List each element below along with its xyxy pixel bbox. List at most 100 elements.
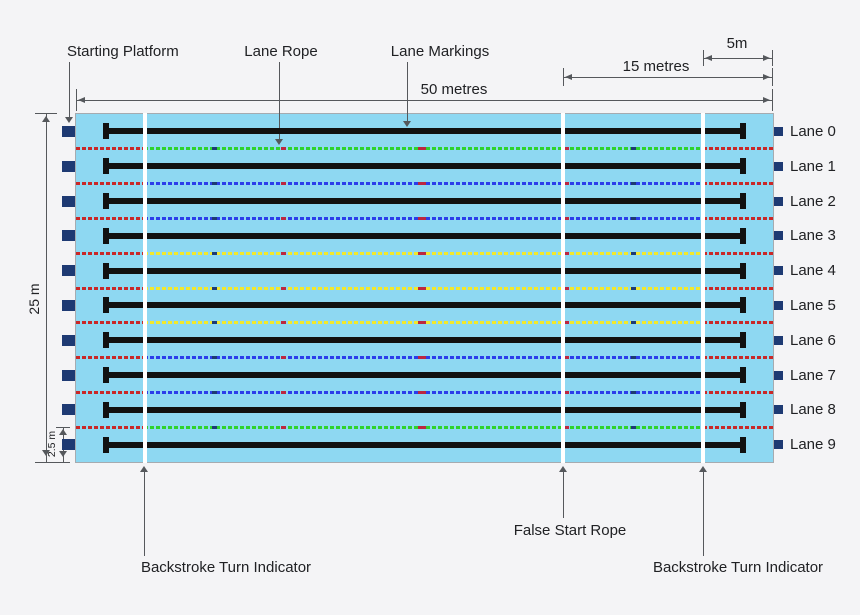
lane-marking xyxy=(103,227,746,244)
marking-bar xyxy=(103,128,746,135)
rope-distance-marker xyxy=(631,286,636,290)
false-start-rope-label: False Start Rope xyxy=(513,522,627,539)
false-start-pointer-line xyxy=(563,472,564,518)
dim-arrow-right-icon xyxy=(763,97,770,103)
false-start-distance-label: 15 metres xyxy=(622,58,690,75)
lane-label-text: Lane 4 xyxy=(790,262,836,280)
rope-distance-marker xyxy=(564,182,569,186)
rope-distance-marker xyxy=(281,251,286,255)
starting-platform-block xyxy=(62,439,75,451)
backstroke-right-pointer-line xyxy=(703,472,704,556)
rope-distance-marker xyxy=(564,216,569,220)
dim-arrow-right-icon xyxy=(763,74,770,80)
backstroke-turn-indicator-right-label: Backstroke Turn Indicator xyxy=(652,559,824,576)
lane-marking xyxy=(103,332,746,349)
starting-platform-block xyxy=(62,299,75,311)
rope-end-section-red xyxy=(76,147,144,151)
rope-end-section-red xyxy=(703,147,773,151)
rope-distance-marker xyxy=(418,182,426,186)
backstroke-left-pointer-line xyxy=(144,472,145,556)
rope-distance-marker xyxy=(418,251,426,255)
rope-distance-marker xyxy=(631,425,636,429)
rope-distance-marker xyxy=(281,147,286,151)
lane-label-text: Lane 0 xyxy=(790,122,836,140)
lane-markings-pointer-line xyxy=(407,62,408,122)
lane-rope-pointer-line xyxy=(279,62,280,140)
lane-label-text: Lane 9 xyxy=(790,436,836,454)
dim-arrow-left-icon xyxy=(565,74,572,80)
rope-end-section-red xyxy=(76,321,144,325)
starting-platform-block xyxy=(62,404,75,416)
dim-tick xyxy=(772,89,773,111)
marking-end-cap xyxy=(740,262,746,279)
marking-bar xyxy=(103,441,746,448)
lane-marking xyxy=(103,262,746,279)
marking-end-cap xyxy=(740,436,746,453)
lane-label: Lane 0 xyxy=(774,122,836,140)
rope-end-section-red xyxy=(703,251,773,255)
rope-distance-marker xyxy=(631,321,636,325)
lane-label-text: Lane 8 xyxy=(790,401,836,419)
lane-rope xyxy=(76,182,773,186)
lane-label-text: Lane 6 xyxy=(790,331,836,349)
marking-bar xyxy=(103,302,746,309)
rope-distance-marker xyxy=(281,390,286,394)
lane-marking xyxy=(103,193,746,209)
dim-arrow-down-icon xyxy=(42,450,50,456)
marking-bar xyxy=(103,406,746,413)
starting-platform-pointer-line xyxy=(69,62,70,118)
marking-bar xyxy=(103,337,746,344)
dim-arrow-down-icon xyxy=(59,451,67,457)
marking-end-cap xyxy=(740,332,746,349)
marking-end-cap xyxy=(740,193,746,209)
lane-label: Lane 8 xyxy=(774,401,836,419)
lane-marking xyxy=(103,436,746,453)
lane-bullet-icon xyxy=(774,266,783,276)
rope-end-section-red xyxy=(703,182,773,186)
lane-markings-label: Lane Markings xyxy=(390,43,490,60)
lane-bullet-icon xyxy=(774,405,783,415)
pool-width-label: 25 m xyxy=(26,283,42,315)
dim-tick xyxy=(76,89,77,111)
rope-end-section-red xyxy=(703,356,773,360)
starting-platform-block xyxy=(62,334,75,346)
rope-distance-marker xyxy=(631,356,636,360)
lane-label-text: Lane 3 xyxy=(790,227,836,245)
dim-arrow-left-icon xyxy=(78,97,85,103)
rope-distance-marker xyxy=(631,147,636,151)
rope-distance-marker xyxy=(564,286,569,290)
rope-distance-marker xyxy=(281,321,286,325)
marking-bar xyxy=(103,267,746,274)
rope-end-section-red xyxy=(76,251,144,255)
lane-label-text: Lane 7 xyxy=(790,366,836,384)
lane-label: Lane 4 xyxy=(774,262,836,280)
rope-distance-marker xyxy=(281,356,286,360)
starting-platform-block xyxy=(62,160,75,172)
dim-tick xyxy=(35,462,57,463)
lane-bullet-icon xyxy=(774,161,783,171)
marking-end-cap xyxy=(740,158,746,175)
rope-end-section-red xyxy=(76,425,144,429)
starting-platform-arrow-icon xyxy=(65,117,73,123)
false-start-arrow-icon xyxy=(559,466,567,472)
dim-arrow-right-icon xyxy=(763,55,770,61)
lane-rope-arrow-icon xyxy=(275,139,283,145)
pool-length-label: 50 metres xyxy=(420,81,488,98)
marking-bar xyxy=(103,372,746,378)
rope-distance-marker xyxy=(631,390,636,394)
false-start-distance-dim-line xyxy=(563,77,772,78)
lane-bullet-icon xyxy=(774,196,783,206)
lane-label-text: Lane 2 xyxy=(790,192,836,210)
rope-distance-marker xyxy=(212,216,217,220)
rope-end-section-red xyxy=(703,286,773,290)
backstroke-turn-indicator-left-label: Backstroke Turn Indicator xyxy=(140,559,312,576)
pool-width-dim-line xyxy=(46,114,47,462)
marking-end-cap xyxy=(740,401,746,418)
rope-distance-marker xyxy=(564,425,569,429)
marking-bar xyxy=(103,198,746,204)
lane-rope xyxy=(76,216,773,220)
lane-marking xyxy=(103,297,746,314)
backstroke-left-arrow-icon xyxy=(140,466,148,472)
lane-bullet-icon xyxy=(774,231,783,241)
